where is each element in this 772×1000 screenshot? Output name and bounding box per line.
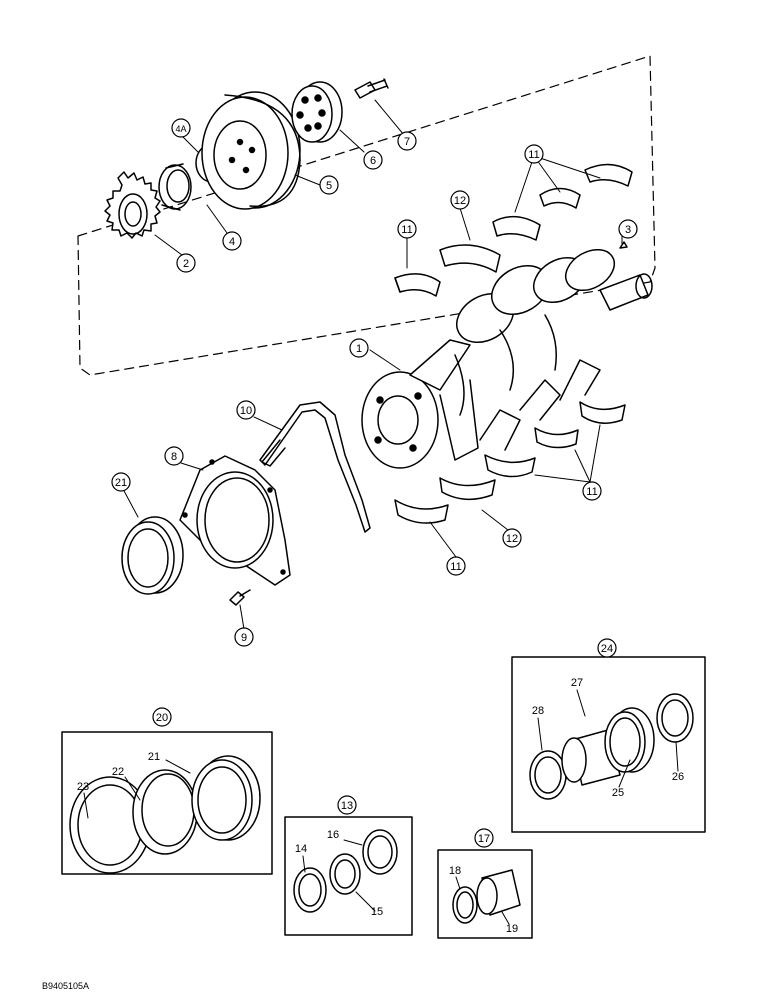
- kit-17-parts: [452, 869, 521, 925]
- kit-13-parts: [293, 829, 398, 913]
- kit-box-20: [61, 731, 273, 875]
- crankshaft: [361, 248, 653, 469]
- front-seal: [158, 163, 192, 211]
- housing-bolt: [229, 589, 251, 606]
- crank-pulley: [201, 91, 301, 210]
- bearing-shells-upper: [394, 163, 633, 297]
- kit-box-13: [284, 816, 413, 936]
- leader-lines: [122, 99, 623, 630]
- rear-seal-housing: [179, 455, 291, 586]
- dashed-group-outline: [77, 55, 656, 376]
- crank-gear: [104, 171, 161, 239]
- kit-20-parts: [69, 755, 261, 874]
- kit-24-parts: [529, 689, 694, 800]
- rear-housing-gasket: [259, 401, 371, 533]
- rear-seal: [121, 516, 184, 595]
- dowel-pin: [619, 241, 628, 249]
- vibration-damper: [291, 81, 343, 143]
- pulley-bolt: [354, 78, 389, 99]
- bearing-shells-lower: [394, 401, 626, 524]
- kit-box-17: [437, 849, 533, 939]
